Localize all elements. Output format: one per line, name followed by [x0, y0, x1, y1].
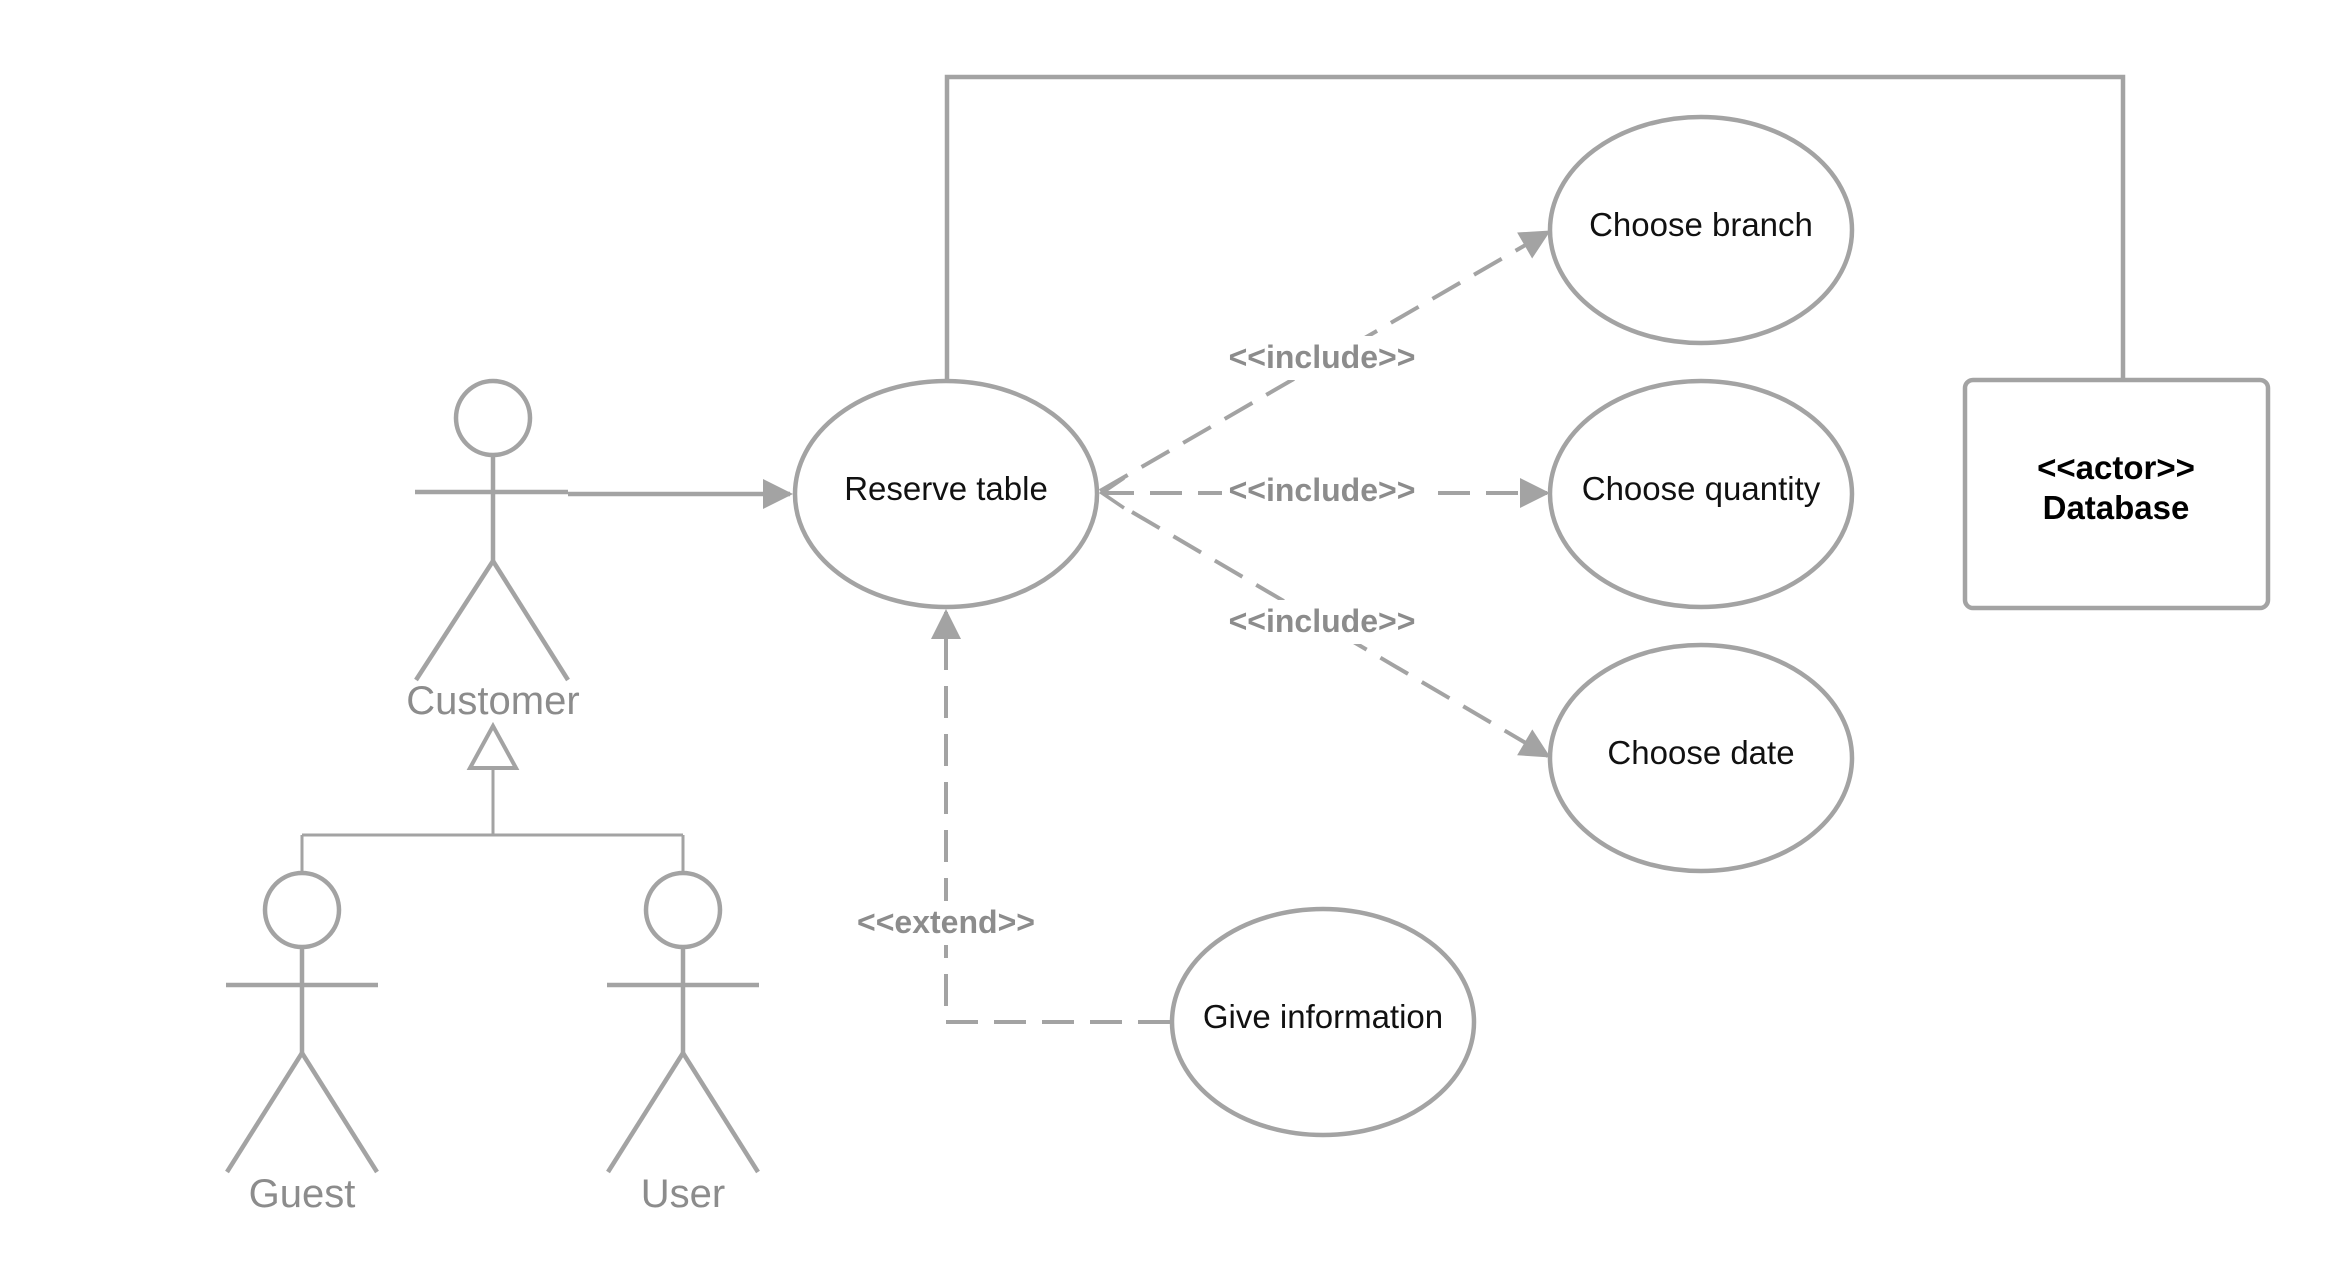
database-name: Database [2043, 489, 2190, 526]
usecase-choose-date[interactable]: Choose date [1547, 642, 1855, 874]
actor-customer[interactable]: Customer [406, 378, 580, 723]
guest-left-leg [225, 1051, 304, 1174]
user-label: User [641, 1172, 725, 1216]
guest-right-leg [300, 1051, 379, 1174]
include-branch-relation: <<include>> [1098, 230, 1551, 493]
give-information-label: Give information [1203, 998, 1443, 1035]
include-quantity-relation: <<include>> [1098, 469, 1550, 513]
reserve-to-database-association [944, 74, 2126, 380]
choose-date-label: Choose date [1607, 734, 1794, 771]
choose-branch-label: Choose branch [1589, 206, 1813, 243]
guest-head-icon [262, 870, 342, 950]
usecase-give-information[interactable]: Give information [1169, 906, 1477, 1138]
usecase-reserve-table[interactable]: Reserve table [792, 378, 1100, 610]
include-date-label: <<include>> [1229, 603, 1416, 639]
choose-quantity-label: Choose quantity [1582, 470, 1821, 507]
reserve-table-label: Reserve table [844, 470, 1048, 507]
usecase-choose-branch[interactable]: Choose branch [1547, 114, 1855, 346]
customer-label: Customer [406, 679, 579, 723]
guest-label: Guest [249, 1172, 356, 1216]
actor-user[interactable]: User [606, 870, 760, 1216]
customer-left-leg [414, 559, 495, 682]
include-date-relation: <<include>> [1130, 510, 1551, 758]
user-left-leg [606, 1051, 685, 1174]
include-branch-label: <<include>> [1229, 339, 1416, 375]
extend-label: <<extend>> [857, 904, 1035, 940]
user-right-leg [681, 1051, 760, 1174]
customer-right-leg [491, 559, 570, 682]
include-quantity-label: <<include>> [1229, 472, 1416, 508]
user-head-icon [643, 870, 723, 950]
generalization-triangle-icon [466, 721, 520, 770]
extend-relation: <<extend>> [848, 609, 1170, 1024]
actor-guest[interactable]: Guest [225, 870, 379, 1216]
usecase-choose-quantity[interactable]: Choose quantity [1547, 378, 1855, 610]
database-actor-box[interactable]: <<actor>> Database [1962, 377, 2271, 611]
customer-head-icon [453, 378, 533, 458]
database-stereotype: <<actor>> [2037, 449, 2195, 486]
generalization [300, 721, 685, 872]
